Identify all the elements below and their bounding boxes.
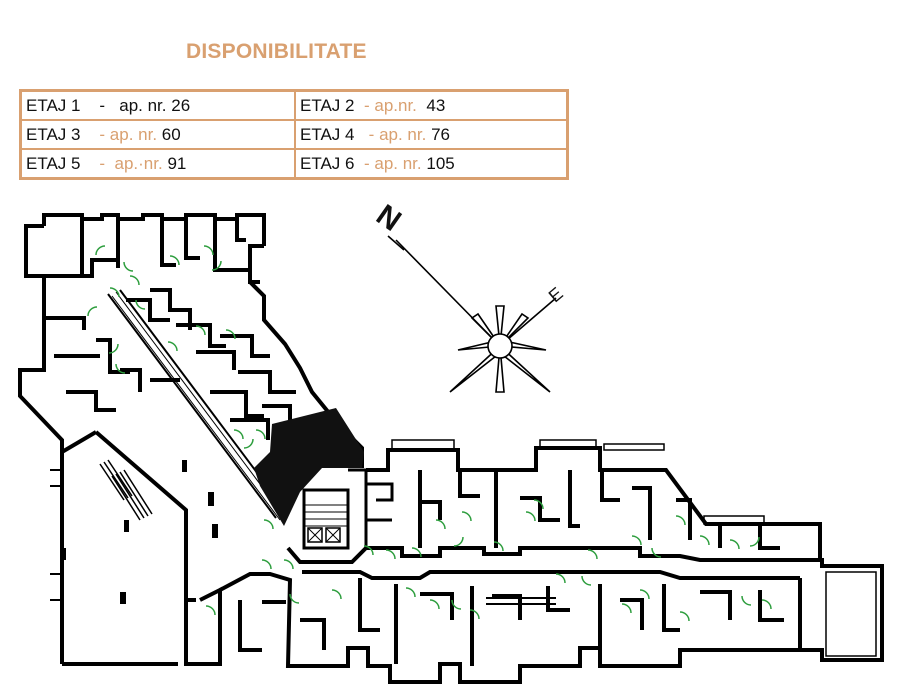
svg-text:E: E — [545, 283, 567, 306]
floor-label: ETAJ 2 — [300, 95, 355, 115]
floor-label: ETAJ 5 — [26, 153, 81, 173]
svg-text:N: N — [370, 200, 407, 238]
apartment-number: 26 — [171, 95, 191, 115]
core-block — [254, 408, 364, 526]
east-wing — [199, 446, 884, 684]
floor-cell-5[interactable]: ETAJ 5 - ap.·nr. 91 — [19, 148, 296, 180]
apartment-label: ap.·nr. — [114, 153, 163, 173]
floor-cell-3[interactable]: ETAJ 3 - ap. nr. 60 — [19, 119, 296, 150]
balcony-outlines — [391, 439, 877, 657]
apartment-number: 60 — [161, 124, 181, 144]
floor-cell-6[interactable]: ETAJ 6 - ap. nr. 105 — [294, 148, 569, 180]
apartment-label: ap. nr. — [374, 153, 422, 173]
stairs-west — [99, 459, 153, 521]
door-swings — [87, 245, 772, 622]
west-dashes — [50, 469, 60, 601]
apartment-label: ap. nr. — [379, 124, 427, 144]
floor-label: ETAJ 3 — [26, 124, 81, 144]
table-row: ETAJ 1 - ap. nr. 26 ETAJ 2 - ap.nr. 43 — [19, 89, 569, 121]
compass-east-label: E — [545, 283, 567, 306]
separator: - — [99, 124, 106, 144]
floor-label: ETAJ 1 — [26, 95, 81, 115]
compass-north-label: N — [370, 200, 407, 238]
apartment-number: 43 — [426, 95, 446, 115]
availability-table: ETAJ 1 - ap. nr. 26 ETAJ 2 - ap.nr. 43 E… — [19, 89, 569, 180]
separator: - — [363, 95, 370, 115]
floor-label: ETAJ 6 — [300, 153, 355, 173]
separator: - — [99, 95, 106, 115]
floor-label: ETAJ 4 — [300, 124, 355, 144]
floor-plan: N E — [18, 200, 884, 684]
central-core — [302, 468, 394, 550]
apartment-number: 91 — [167, 153, 187, 173]
compass-rose — [387, 235, 557, 393]
table-row: ETAJ 5 - ap.·nr. 91 ETAJ 6 - ap. nr. 105 — [19, 148, 569, 180]
floor-cell-2[interactable]: ETAJ 2 - ap.nr. 43 — [294, 89, 569, 121]
separator: - — [99, 153, 106, 173]
floor-cell-1[interactable]: ETAJ 1 - ap. nr. 26 — [19, 89, 296, 121]
page-title: DISPONIBILITATE — [186, 40, 367, 63]
separator: - — [368, 124, 375, 144]
apartment-label: ap. nr. — [119, 95, 167, 115]
table-row: ETAJ 3 - ap. nr. 60 ETAJ 4 - ap. nr. 76 — [19, 119, 569, 150]
apartment-number: 76 — [431, 124, 450, 144]
west-corridor — [107, 289, 289, 521]
columns — [62, 460, 218, 604]
apartment-number: 105 — [426, 153, 455, 173]
separator: - — [363, 153, 370, 173]
floor-cell-4[interactable]: ETAJ 4 - ap. nr. 76 — [294, 119, 569, 150]
apartment-label: ap. nr. — [109, 124, 158, 144]
apartment-label: ap.nr. — [374, 95, 417, 115]
